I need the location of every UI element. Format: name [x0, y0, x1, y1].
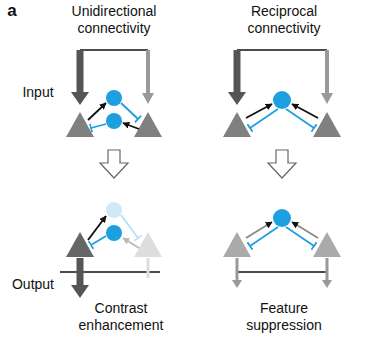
result-label: Feature suppression	[236, 300, 332, 334]
transition-arrow	[268, 150, 296, 178]
result-label: Contrast enhancement	[68, 300, 174, 334]
reciprocal-input	[223, 50, 341, 137]
unidirectional-output	[60, 202, 162, 298]
column-heading: Unidirectional connectivity	[52, 3, 176, 37]
column-heading: Reciprocal connectivity	[222, 3, 346, 37]
transition-arrow	[100, 150, 128, 178]
panel-letter: a	[4, 2, 20, 19]
row-label: Output	[8, 276, 58, 293]
row-label: Input	[16, 84, 60, 101]
reciprocal-output	[223, 209, 341, 288]
unidirectional-input	[66, 50, 162, 137]
